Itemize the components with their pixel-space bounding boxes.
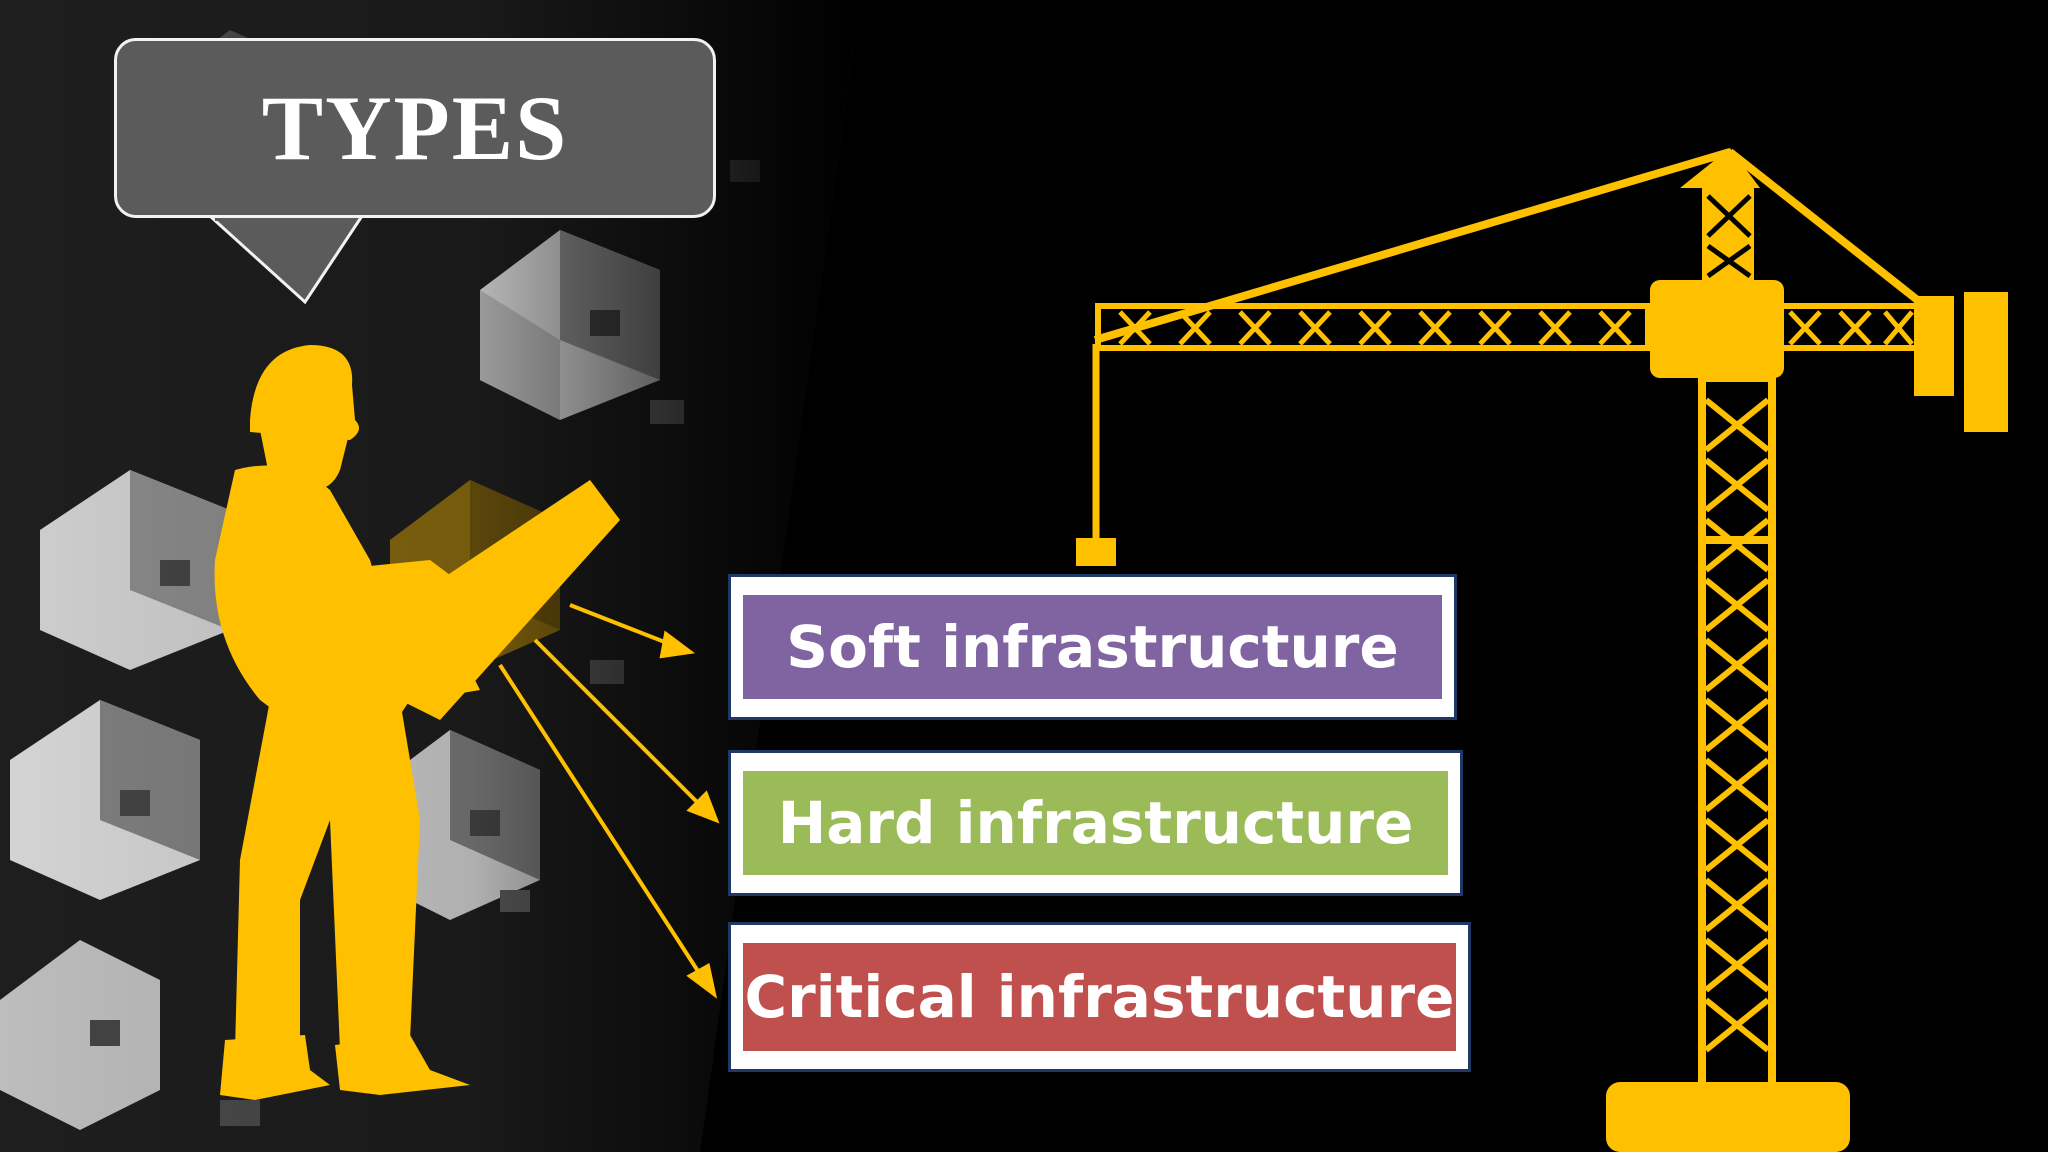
hard-infrastructure-box: Hard infrastructure [728, 750, 1463, 896]
callout-title: TYPES [261, 77, 569, 179]
critical-infrastructure-label: Critical infrastructure [744, 963, 1455, 1031]
hard-infrastructure-label: Hard infrastructure [777, 789, 1414, 857]
soft-infrastructure-label: Soft infrastructure [786, 613, 1399, 681]
types-callout: TYPES [114, 38, 716, 218]
worker-silhouette [214, 345, 620, 1100]
critical-infrastructure-box: Critical infrastructure [728, 922, 1471, 1072]
pointer-arrows [498, 603, 720, 999]
hard-infrastructure-fill: Hard infrastructure [743, 771, 1448, 875]
soft-infrastructure-box: Soft infrastructure [728, 574, 1457, 720]
soft-infrastructure-fill: Soft infrastructure [743, 595, 1442, 699]
tower-crane [1076, 148, 2008, 1152]
critical-infrastructure-fill: Critical infrastructure [743, 943, 1456, 1051]
